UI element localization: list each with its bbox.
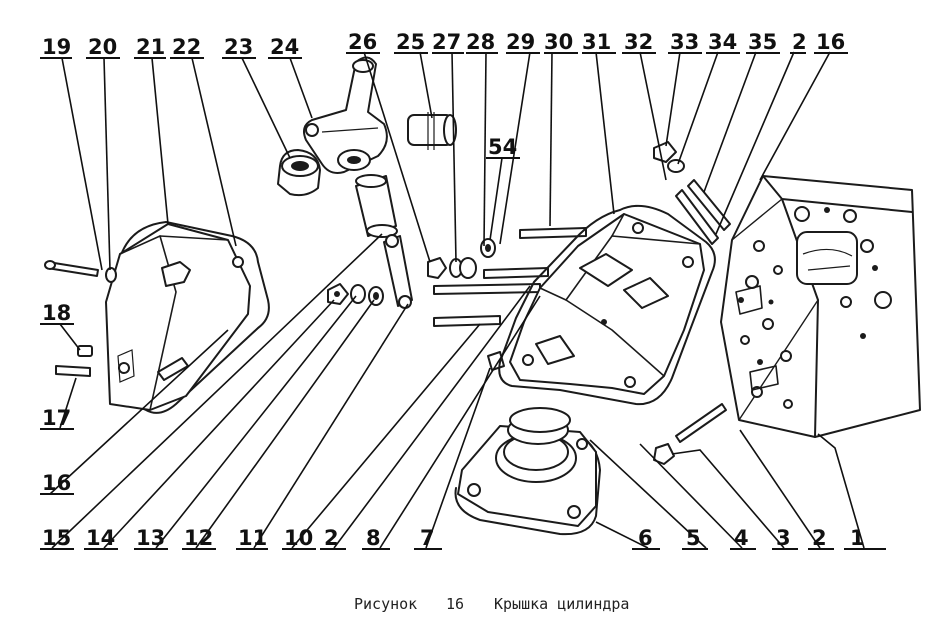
callout-33: 33	[670, 30, 699, 54]
rocker-cap	[277, 149, 321, 197]
adjust-nut-set	[427, 238, 496, 279]
callout-20: 20	[88, 35, 117, 59]
callout-27: 27	[432, 30, 461, 54]
callout-10: 10	[284, 526, 313, 550]
callout-15: 15	[42, 526, 71, 550]
rocker-arm	[303, 56, 388, 174]
callout-28: 28	[466, 30, 495, 54]
callout-labels: 1 2 3 4 5 6 7 8 2 10 11 12 13 14 15 16 1…	[42, 30, 865, 550]
callout-8: 8	[366, 526, 381, 550]
callout-6: 6	[638, 526, 653, 550]
callout-2: 2	[792, 30, 807, 54]
callout-5: 5	[686, 526, 701, 550]
caption-title: Крышка цилиндра	[494, 595, 629, 613]
callout-35: 35	[748, 30, 777, 54]
callout-14: 14	[86, 526, 115, 550]
callout-30: 30	[544, 30, 573, 54]
callout-13: 13	[136, 526, 165, 550]
rocker-sleeve	[355, 174, 398, 238]
rocker-housing-gasket	[498, 204, 716, 406]
callout-11: 11	[238, 526, 267, 550]
callout-23: 23	[224, 35, 253, 59]
callout-26: 26	[348, 30, 377, 54]
callout-18: 18	[42, 301, 71, 325]
callout-16: 16	[816, 30, 845, 54]
valve-cover	[105, 223, 251, 411]
callout-4: 4	[734, 526, 749, 550]
callout-24: 24	[270, 35, 299, 59]
callout-underlines	[40, 52, 886, 550]
callout-21: 21	[136, 35, 165, 59]
nut-washer-set	[327, 283, 384, 306]
callout-1: 1	[850, 526, 865, 550]
callout-29: 29	[506, 30, 535, 54]
callout-54: 54	[488, 135, 517, 159]
callout-3: 3	[776, 526, 791, 550]
callout-34: 34	[708, 30, 737, 54]
push-rod-link	[383, 234, 413, 309]
rocker-housing	[509, 213, 705, 395]
callout-16: 16	[42, 471, 71, 495]
callout-32: 32	[624, 30, 653, 54]
cover-gasket	[111, 221, 270, 414]
callout-19: 19	[42, 35, 71, 59]
cylinder-head-block	[720, 175, 921, 438]
callout-12: 12	[184, 526, 213, 550]
callout-17: 17	[42, 406, 71, 430]
exhaust-flange	[457, 407, 597, 527]
callout-7: 7	[420, 526, 435, 550]
callout-2: 2	[812, 526, 827, 550]
caption-prefix: Рисунок	[354, 595, 417, 613]
callout-leaders	[49, 51, 865, 549]
caption-figure-number: 16	[446, 595, 464, 613]
figure-caption: Рисунок 16 Крышка цилиндра	[354, 595, 629, 613]
callout-25: 25	[396, 30, 425, 54]
callout-22: 22	[172, 35, 201, 59]
callout-2: 2	[324, 526, 339, 550]
callout-31: 31	[582, 30, 611, 54]
